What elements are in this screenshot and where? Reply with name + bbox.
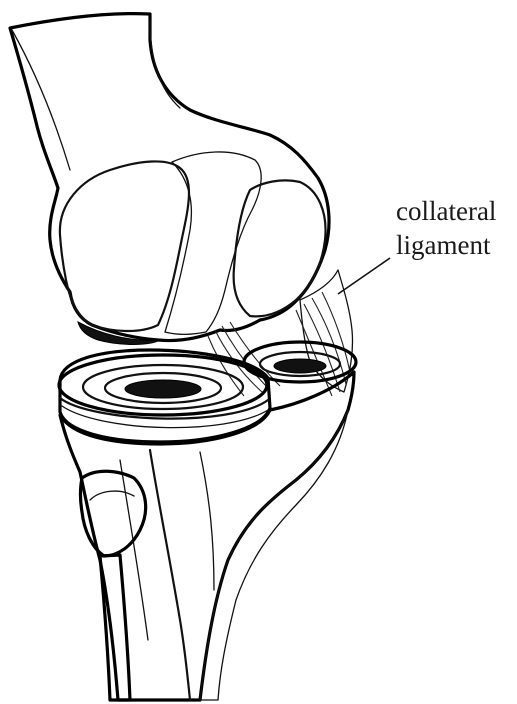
menisci [59, 342, 356, 442]
label-line-2: ligament [396, 230, 491, 260]
tibia-contour [200, 452, 214, 590]
femur-shaft-line [150, 20, 180, 108]
medial-meniscus-inner [274, 359, 326, 373]
label-leader-line [338, 258, 390, 294]
cruciate-ligament-fiber [230, 322, 280, 386]
lateral-meniscus-center [125, 380, 201, 398]
femur-lateral-condyle [60, 161, 189, 331]
femur-medial-condyle [234, 180, 326, 316]
femur-shaft-line [12, 30, 70, 170]
tibia-ridge [150, 450, 190, 700]
tibia-shaft-shadow [200, 410, 348, 700]
fibula-detail [90, 491, 134, 500]
femur-intercondylar-shadow [165, 152, 261, 334]
collateral-ligament-label: collateral ligament [338, 196, 496, 294]
label-line-1: collateral [396, 196, 496, 226]
fibula [81, 471, 146, 700]
femur [10, 14, 329, 345]
collateral-ligament-fiber [322, 292, 350, 372]
